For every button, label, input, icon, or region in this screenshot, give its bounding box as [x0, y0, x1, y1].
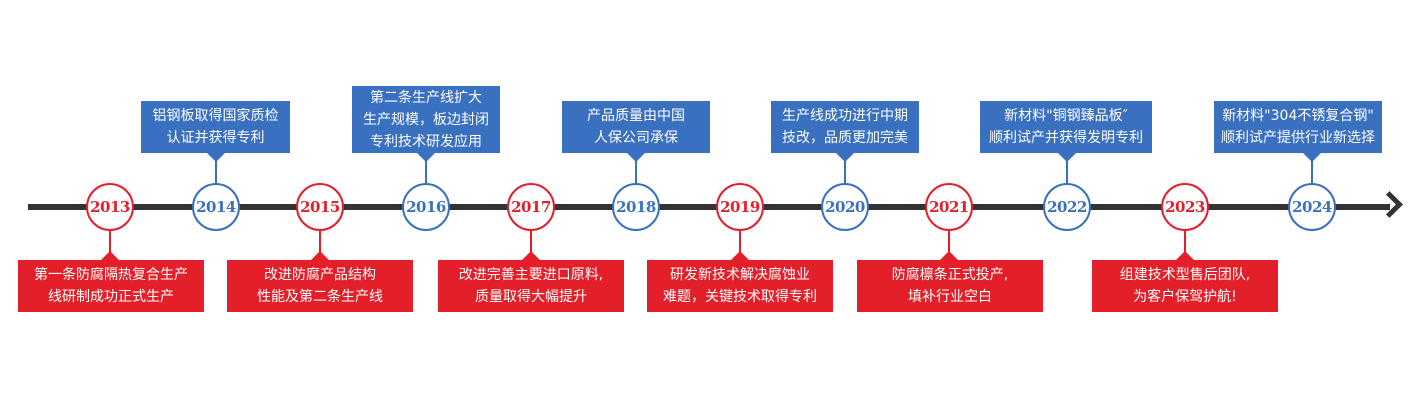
event-box-2023: 组建技术型售后团队, 为客户保驾护航!	[1092, 260, 1278, 312]
connector-notch	[207, 153, 225, 162]
event-text-line: 填补行业空白	[908, 289, 992, 305]
event-box-2020: 生产线成功进行中期技改，品质更加完美	[771, 101, 919, 153]
event-box-2017: 改进完善主要进口原料, 质量取得大幅提升	[438, 260, 624, 312]
connector	[319, 227, 321, 260]
event-box-2014: 铝钢板取得国家质检认证并获得专利	[141, 101, 290, 153]
event-text-line: 改进完善主要进口原料,	[458, 267, 604, 283]
event-text-line: 铝钢板取得国家质检	[152, 108, 279, 124]
year-node-2014: 2014	[192, 183, 240, 231]
connector	[1311, 153, 1313, 185]
event-text-line: 专利技术研发应用	[370, 133, 482, 150]
year-node-2023: 2023	[1161, 183, 1209, 231]
connector	[844, 153, 846, 185]
event-text-line: 第二条生产线扩大	[370, 89, 482, 106]
event-text-line: 改进防腐产品结构	[264, 267, 376, 283]
connector	[1184, 227, 1186, 260]
year-node-2020: 2020	[821, 183, 869, 231]
event-text-line: 产品质量由中国	[587, 108, 685, 124]
event-text-line: 难题，关键技术取得专利	[663, 289, 817, 305]
event-text-line: 认证并获得专利	[166, 130, 265, 146]
year-node-2022: 2022	[1043, 183, 1091, 231]
year-node-2018: 2018	[612, 183, 660, 231]
event-text-line: 新材料"304不锈复合钢"	[1222, 108, 1374, 124]
event-text-line: 线研制成功正式生产	[48, 289, 174, 305]
connector	[635, 153, 637, 185]
year-node-2019: 2019	[716, 183, 764, 231]
connector-notch	[1176, 251, 1194, 260]
connector-notch	[627, 153, 645, 162]
event-box-2022: 新材料"铜钢臻品板″ 顺利试产并获得发明专利	[980, 101, 1152, 153]
connector-notch	[417, 153, 435, 162]
connector-notch	[101, 251, 119, 260]
event-text-line: 第一条防腐隔热复合生产	[34, 267, 188, 283]
event-box-2013: 第一条防腐隔热复合生产线研制成功正式生产	[18, 260, 204, 312]
event-box-2021: 防腐檩条正式投产, 填补行业空白	[857, 260, 1043, 312]
year-node-2021: 2021	[925, 183, 973, 231]
connector-notch	[311, 251, 329, 260]
event-text-line: 生产规模，板边封闭	[363, 111, 489, 128]
year-node-2024: 2024	[1288, 183, 1336, 231]
connector	[109, 227, 111, 260]
event-box-2018: 产品质量由中国人保公司承保	[562, 101, 710, 153]
connector-notch	[1303, 153, 1321, 162]
event-text-line: 性能及第二条生产线	[257, 289, 383, 305]
year-node-2017: 2017	[507, 183, 555, 231]
event-text-line: 人保公司承保	[594, 130, 678, 146]
event-text-line: 生产线成功进行中期	[782, 108, 908, 124]
year-node-2015: 2015	[296, 183, 344, 231]
arrow-right-icon	[1376, 191, 1403, 218]
event-text-line: 顺利试产提供行业新选择	[1221, 130, 1375, 146]
event-text-line: 为客户保驾护航!	[1133, 289, 1237, 305]
event-box-2015: 改进防腐产品结构性能及第二条生产线	[227, 260, 413, 312]
event-box-2016: 第二条生产线扩大生产规模，板边封闭专利技术研发应用	[352, 86, 500, 153]
timeline-axis	[28, 204, 1390, 210]
event-box-2024: 新材料"304不锈复合钢" 顺利试产提供行业新选择	[1214, 101, 1382, 153]
event-text-line: 质量取得大幅提升	[475, 289, 587, 305]
year-node-2013: 2013	[86, 183, 134, 231]
connector	[530, 227, 532, 260]
connector	[215, 153, 217, 185]
connector-notch	[836, 153, 854, 162]
connector	[739, 227, 741, 260]
event-text-line: 防腐檩条正式投产,	[891, 267, 1009, 283]
event-text-line: 顺利试产并获得发明专利	[989, 130, 1143, 146]
connector-notch	[731, 251, 749, 260]
event-text-line: 新材料"铜钢臻品板″	[1004, 108, 1128, 124]
event-text-line: 研发新技术解决腐蚀业	[670, 267, 810, 283]
event-box-2019: 研发新技术解决腐蚀业难题，关键技术取得专利	[647, 260, 833, 312]
connector-notch	[522, 251, 540, 260]
connector	[1066, 153, 1068, 185]
connector	[425, 153, 427, 185]
connector-notch	[1058, 153, 1076, 162]
event-text-line: 技改，品质更加完美	[782, 130, 908, 146]
connector	[948, 227, 950, 260]
event-text-line: 组建技术型售后团队,	[1119, 267, 1251, 283]
connector-notch	[940, 251, 958, 260]
year-node-2016: 2016	[402, 183, 450, 231]
